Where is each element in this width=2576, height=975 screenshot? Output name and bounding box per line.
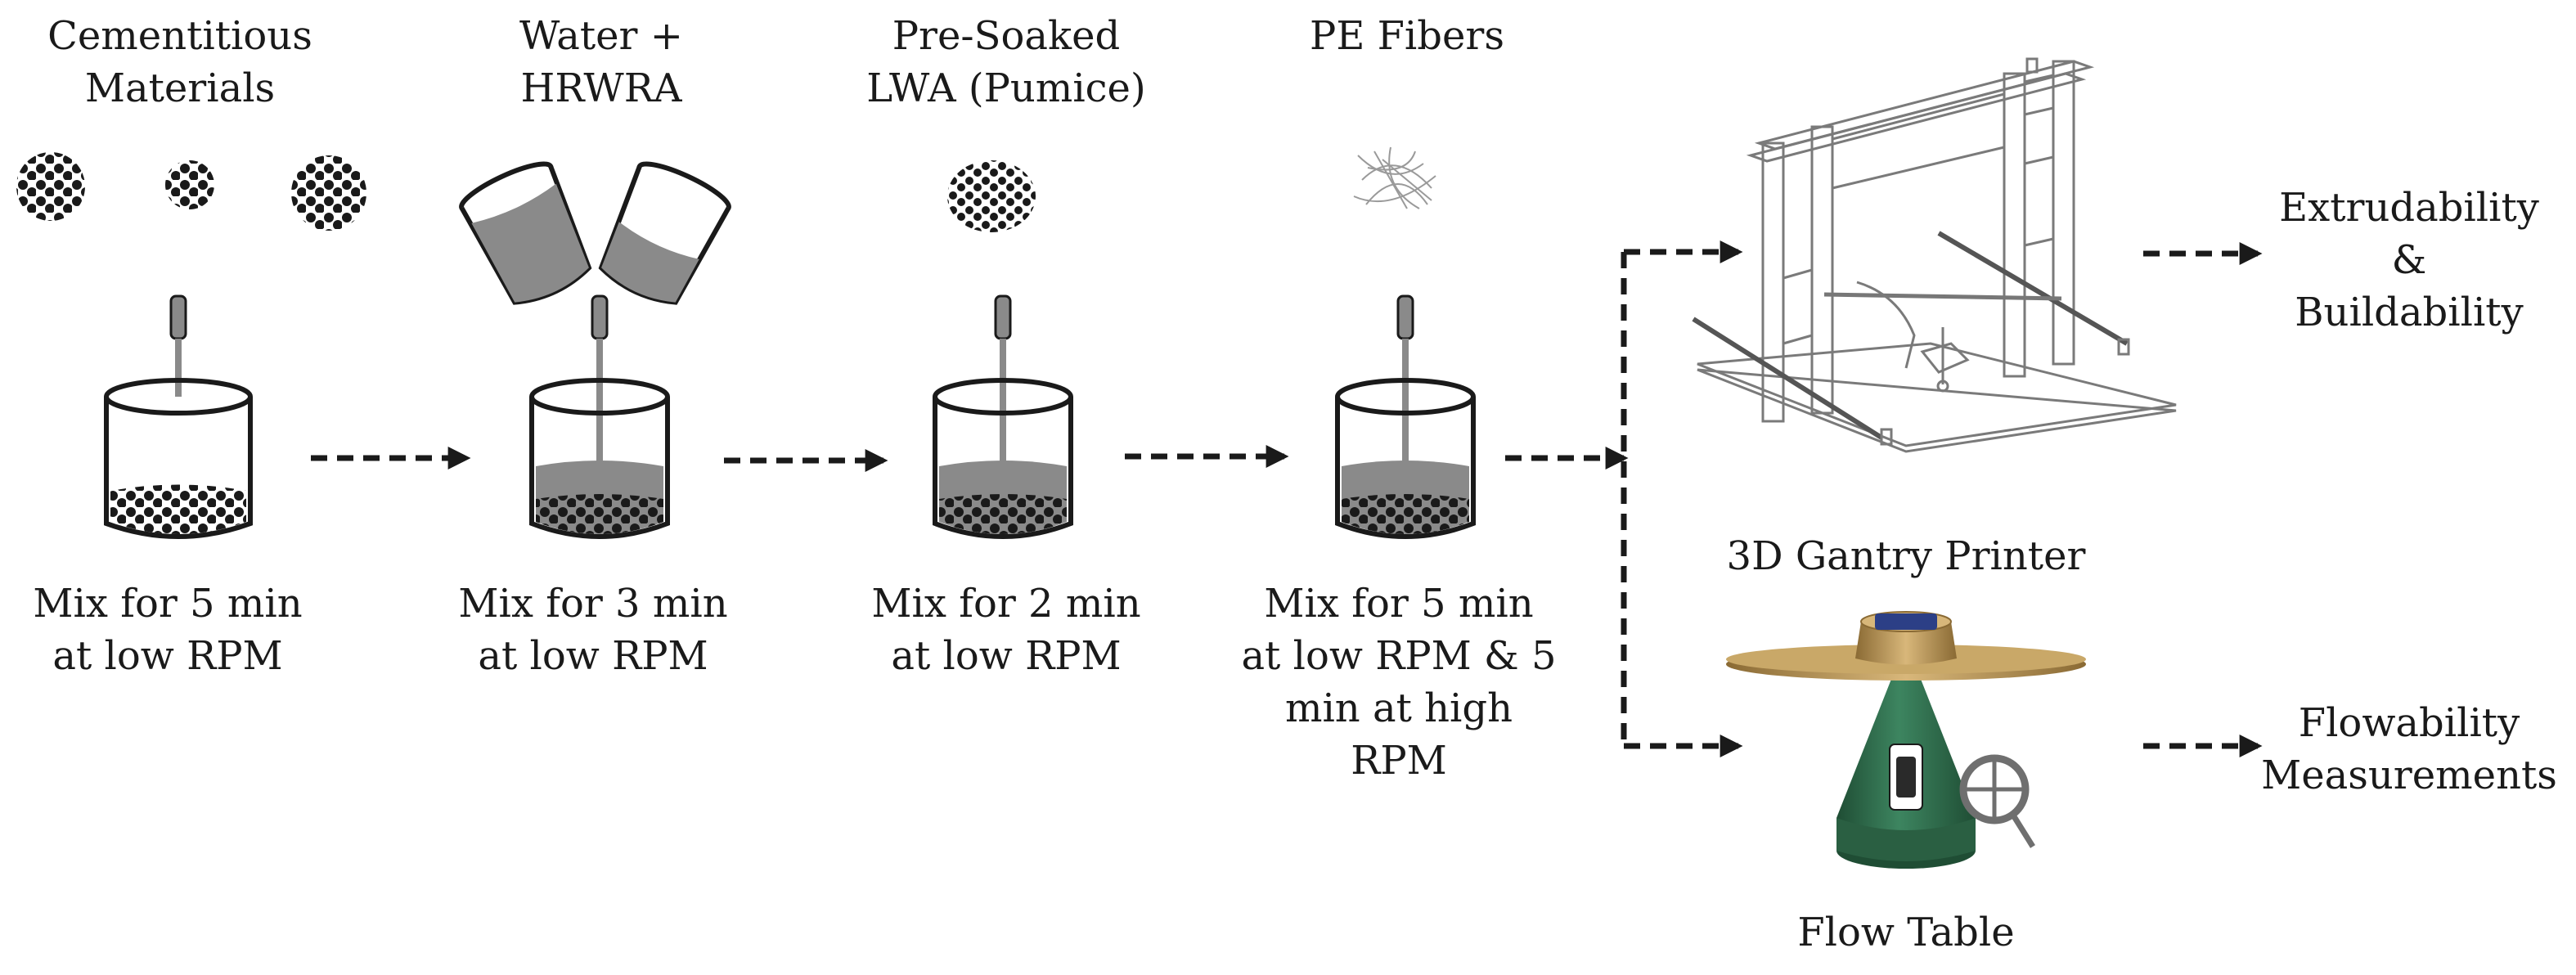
mix-step-label-2: Mix for 3 min at low RPM xyxy=(442,577,744,682)
ingredient-line: PE Fibers xyxy=(1310,13,1504,59)
ingredient-label-cementitious: Cementitious Materials xyxy=(25,10,335,115)
mix-step-line: Mix for 3 min xyxy=(458,581,728,627)
printer-label: 3D Gantry Printer xyxy=(1726,533,2086,579)
outcome-line: Measurements xyxy=(2261,753,2557,798)
ingredient-line: Cementitious xyxy=(47,13,312,59)
mixer-2-icon xyxy=(529,294,670,539)
mixer-3-icon xyxy=(933,294,1073,539)
mixer-4-icon xyxy=(1335,294,1476,539)
mix-step-label-3: Mix for 2 min at low RPM xyxy=(855,577,1158,682)
ingredient-line: Pre-Soaked xyxy=(892,13,1121,59)
ingredient-line: HRWRA xyxy=(520,65,682,111)
mix-step-line: at low RPM & 5 xyxy=(1241,633,1557,679)
mixer-1-icon xyxy=(104,294,253,539)
ingredient-label-lwa: Pre-Soaked LWA (Pumice) xyxy=(843,10,1170,115)
ingredient-line: Materials xyxy=(84,65,276,111)
ingredient-line: Water + xyxy=(519,13,683,59)
mix-step-line: at low RPM xyxy=(52,633,283,679)
beaker-water-icon xyxy=(459,161,592,305)
mix-step-line: RPM xyxy=(1351,738,1447,784)
outcome-label-flow-table: Flowability Measurements xyxy=(2254,697,2565,802)
outcome-line: Extrudability xyxy=(2279,185,2539,231)
outcome-line: & xyxy=(2391,237,2427,283)
pumice-particles-icon xyxy=(947,160,1036,232)
ingredient-label-water-hrwra: Water + HRWRA xyxy=(458,10,744,115)
mix-step-line: Mix for 5 min xyxy=(33,581,303,627)
flow-table-label: Flow Table xyxy=(1797,910,2015,955)
mix-step-line: at low RPM xyxy=(891,633,1122,679)
gantry-printer-icon xyxy=(1692,57,2177,453)
mix-step-line: Mix for 2 min xyxy=(871,581,1141,627)
outcome-line: Flowability xyxy=(2298,700,2520,746)
outcome-line: Buildability xyxy=(2295,290,2524,335)
mix-step-label-4: Mix for 5 min at low RPM & 5 min at high… xyxy=(1231,577,1567,787)
mix-step-line: min at high xyxy=(1284,685,1513,731)
flow-table-icon xyxy=(1726,611,2086,869)
mix-step-line: at low RPM xyxy=(478,633,708,679)
mix-step-line: Mix for 5 min xyxy=(1264,581,1534,627)
beaker-hrwra-icon xyxy=(598,161,731,305)
ingredient-label-pe-fibers: PE Fibers xyxy=(1276,10,1538,62)
ingredient-line: LWA (Pumice) xyxy=(866,65,1146,111)
pe-fibers-icon xyxy=(1353,146,1436,209)
cement-particles-icon xyxy=(16,152,366,231)
mix-step-label-1: Mix for 5 min at low RPM xyxy=(16,577,319,682)
outcome-label-printer: Extrudability & Buildability xyxy=(2254,182,2565,339)
